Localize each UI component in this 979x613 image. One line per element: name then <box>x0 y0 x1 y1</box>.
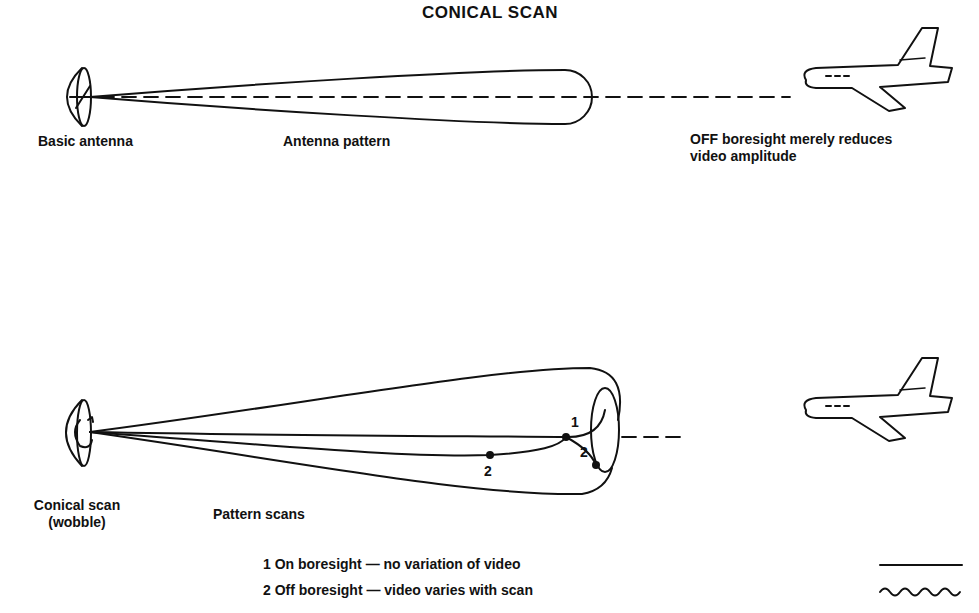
part-name: Basic antenna <box>38 133 133 150</box>
legend-entry: 2 Off boresight — video varies with scan <box>263 582 533 599</box>
scan-point <box>592 461 600 469</box>
aircraft <box>804 28 952 111</box>
callout-number: 2 <box>484 463 492 480</box>
note: OFF boresight merely reduces video ampli… <box>690 131 915 165</box>
boresight-line <box>100 96 790 98</box>
boresight-line <box>622 436 688 438</box>
scan-point <box>486 451 494 459</box>
wobble-dish <box>66 400 93 466</box>
steady-video-sample <box>880 564 962 566</box>
part-name: Conical scan (wobble) <box>18 497 136 531</box>
varying-video-sample <box>880 589 960 596</box>
scan-lobe <box>90 432 596 465</box>
callout-number: 1 <box>571 414 579 431</box>
legend-entry: 1 On boresight — no variation of video <box>263 556 520 573</box>
antenna-dish <box>67 68 92 126</box>
diagram-title: CONICAL SCAN <box>422 3 558 23</box>
scan-lobe <box>90 432 612 494</box>
callout-number: 2 <box>580 444 588 461</box>
scan-lobe <box>90 410 605 437</box>
scan-lobe <box>90 368 620 432</box>
part-name: Pattern scans <box>213 506 305 523</box>
scan-point <box>562 433 570 441</box>
part-name: Antenna pattern <box>283 133 390 150</box>
